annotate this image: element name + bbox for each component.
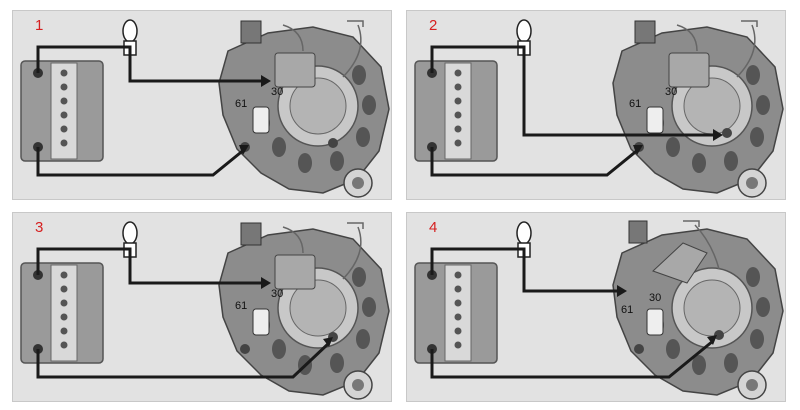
battery-icon (414, 60, 498, 162)
diagram-panel-1: 1 (12, 10, 392, 200)
lamp-icon (122, 19, 138, 56)
wires (430, 247, 714, 379)
arrowheads (261, 277, 333, 347)
terminal-30-label: 30 (665, 86, 677, 98)
diagram-panel-3: 3 (12, 212, 392, 402)
alternator-icon (218, 222, 390, 400)
battery-icon (20, 262, 104, 364)
wiring-diagram: 61 30 (414, 220, 784, 400)
panel-number: 4 (429, 219, 438, 236)
arrowheads (633, 129, 723, 155)
terminal-61-label: 61 (629, 98, 641, 110)
wiring-diagram: 61 30 (20, 19, 390, 198)
wires (430, 45, 715, 177)
arrowheads (239, 75, 271, 155)
terminal-30-label: 30 (649, 292, 661, 304)
terminal-61-label: 61 (621, 304, 633, 316)
wires (36, 45, 261, 177)
panel-number: 2 (429, 17, 438, 34)
terminal-61-label: 61 (235, 300, 247, 312)
alternator-icon (612, 20, 784, 198)
panel-number: 3 (35, 219, 44, 236)
arrowheads (617, 285, 717, 345)
battery-icon (414, 262, 498, 364)
diagram-panel-2: 2 (406, 10, 786, 200)
battery-icon (20, 60, 104, 162)
terminal-30-label: 30 (271, 86, 283, 98)
lamp-icon (516, 221, 532, 258)
diagram-panel-4: 4 (406, 212, 786, 402)
alternator-icon (218, 20, 390, 198)
wiring-diagram: 61 30 (414, 19, 784, 198)
terminal-30-label: 30 (271, 288, 283, 300)
terminal-61-label: 61 (235, 98, 247, 110)
alternator-icon (612, 220, 784, 400)
wires (36, 247, 331, 379)
wiring-diagram: 61 30 (20, 221, 390, 400)
panel-number: 1 (35, 17, 44, 34)
